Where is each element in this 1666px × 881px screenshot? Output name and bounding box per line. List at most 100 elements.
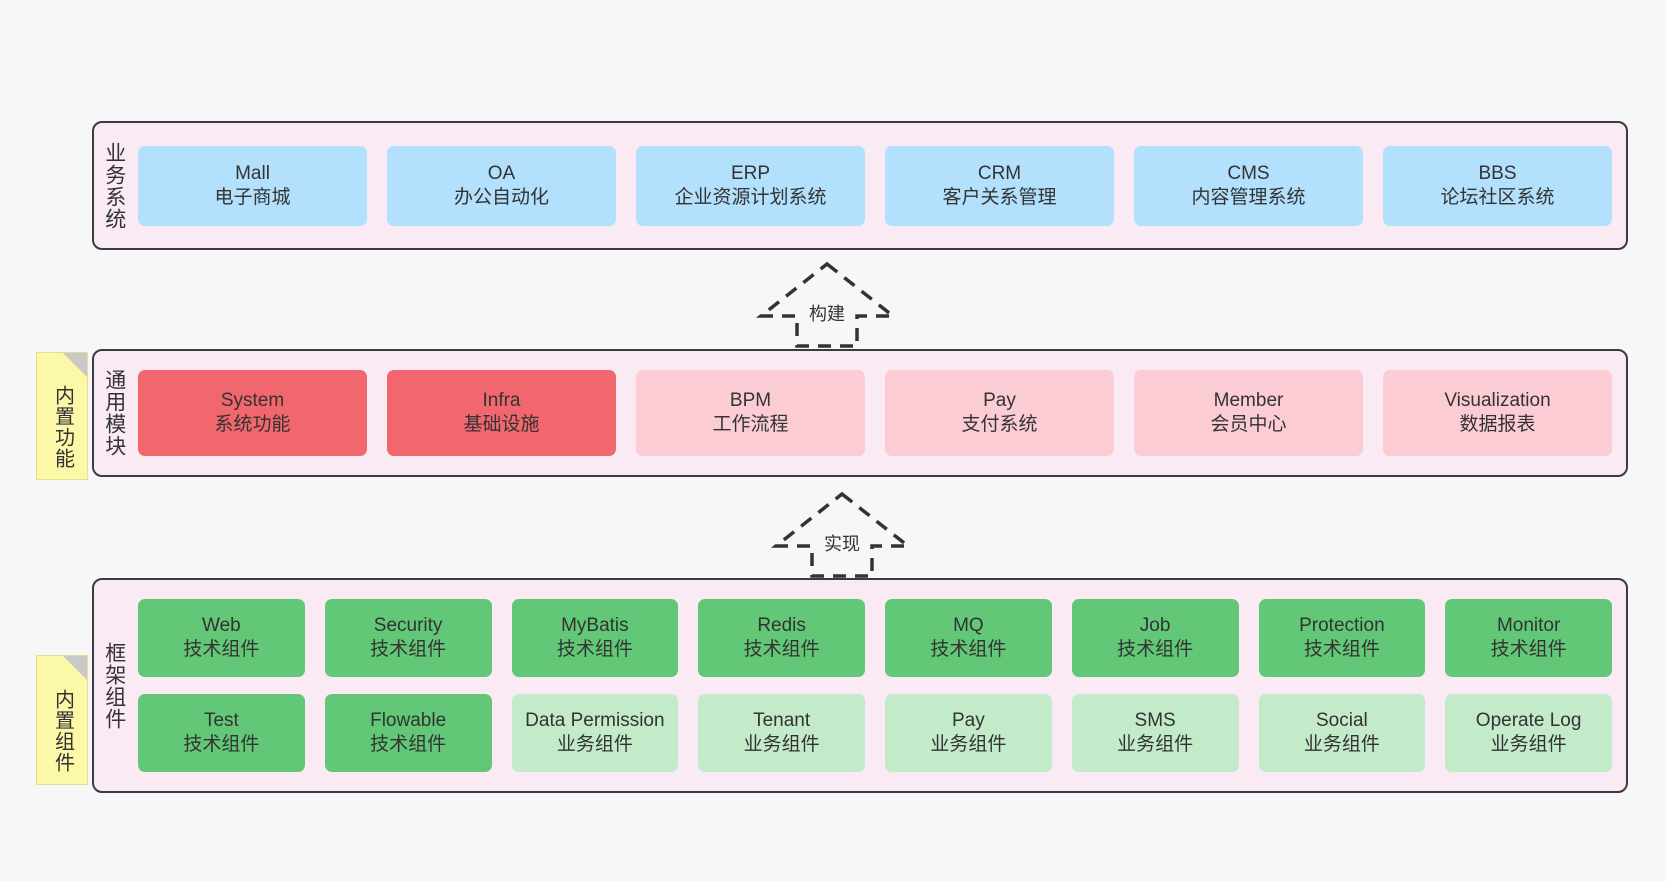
module-box-bbs[interactable]: BBS 论坛社区系统 (1383, 145, 1612, 226)
module-name: CMS (1227, 162, 1270, 184)
module-subtitle: 技术组件 (183, 639, 260, 660)
arrow-build-label: 构建 (809, 304, 845, 324)
module-name: Member (1213, 390, 1284, 412)
module-box-tenant[interactable]: Tenant 业务组件 (698, 694, 865, 772)
module-box-crm[interactable]: CRM 客户关系管理 (885, 145, 1114, 226)
module-subtitle: 技术组件 (556, 639, 633, 660)
layer-body-common-module: System 系统功能 Infra 基础设施 BPM 工作流程 Pay 支付系统… (134, 351, 1626, 475)
module-box-security[interactable]: Security 技术组件 (324, 599, 492, 677)
arrow-implement: 实现 (770, 490, 914, 580)
module-box-web[interactable]: Web 技术组件 (138, 599, 305, 677)
module-name: CRM (977, 162, 1022, 184)
module-name: Pay (983, 390, 1016, 412)
module-box-bpm[interactable]: BPM 工作流程 (636, 370, 865, 456)
module-name: Visualization (1444, 390, 1551, 412)
note-label: 内置功能 (51, 385, 74, 469)
module-box-flowable[interactable]: Flowable 技术组件 (324, 694, 492, 772)
module-box-redis[interactable]: Redis 技术组件 (698, 599, 865, 677)
module-box-monitor[interactable]: Monitor 技术组件 (1445, 599, 1612, 677)
module-name: OA (487, 162, 516, 184)
arrow-build-shape (755, 261, 899, 348)
module-box-pay-component[interactable]: Pay 业务组件 (885, 694, 1052, 772)
module-subtitle: 技术组件 (183, 734, 260, 755)
module-name: Security (373, 615, 443, 637)
module-subtitle: 业务组件 (1117, 734, 1194, 755)
arrow-build: 构建 (755, 260, 899, 350)
module-box-mall[interactable]: Mall 电子商城 (138, 145, 367, 226)
module-subtitle: 会员中心 (1210, 414, 1287, 435)
module-subtitle: 客户关系管理 (942, 186, 1057, 208)
module-subtitle: 业务组件 (930, 734, 1007, 755)
module-box-sms[interactable]: SMS 业务组件 (1071, 694, 1239, 772)
module-box-data-permission[interactable]: Data Permission 业务组件 (511, 694, 679, 772)
note-fold-corner-icon (63, 656, 87, 680)
module-box-mq[interactable]: MQ 技术组件 (885, 599, 1052, 677)
module-box-system[interactable]: System 系统功能 (138, 370, 367, 456)
layer-framework-component: 框架组件 Web 技术组件 Security 技术组件 MyBatis 技术组件… (92, 578, 1628, 793)
module-name: BPM (729, 390, 772, 412)
module-name: MQ (953, 615, 984, 637)
module-row: System 系统功能 Infra 基础设施 BPM 工作流程 Pay 支付系统… (138, 370, 1612, 456)
module-box-infra[interactable]: Infra 基础设施 (387, 370, 616, 456)
module-name: Monitor (1496, 615, 1561, 637)
module-name: System (220, 390, 285, 412)
module-box-cms[interactable]: CMS 内容管理系统 (1134, 145, 1363, 226)
module-subtitle: 技术组件 (370, 639, 447, 660)
module-name: ERP (730, 162, 771, 184)
module-subtitle: 技术组件 (930, 639, 1007, 660)
module-subtitle: 业务组件 (556, 734, 633, 755)
module-subtitle: 技术组件 (1117, 639, 1194, 660)
module-subtitle: 技术组件 (743, 639, 820, 660)
module-subtitle: 数据报表 (1459, 414, 1536, 435)
module-box-operate-log[interactable]: Operate Log 业务组件 (1445, 694, 1612, 772)
module-name: Operate Log (1475, 710, 1582, 732)
module-box-social[interactable]: Social 业务组件 (1258, 694, 1426, 772)
module-name: Social (1316, 710, 1368, 732)
module-row: Test 技术组件 Flowable 技术组件 Data Permission … (138, 694, 1612, 772)
module-subtitle: 技术组件 (370, 734, 447, 755)
module-box-mybatis[interactable]: MyBatis 技术组件 (511, 599, 679, 677)
module-box-oa[interactable]: OA 办公自动化 (387, 145, 616, 226)
module-name: Pay (952, 710, 985, 732)
module-name: Web (202, 615, 241, 637)
module-subtitle: 业务组件 (1490, 734, 1567, 755)
arrow-implement-shape (770, 491, 914, 578)
module-subtitle: 技术组件 (1303, 639, 1380, 660)
module-box-visualization[interactable]: Visualization 数据报表 (1383, 370, 1612, 456)
module-name: Job (1139, 615, 1171, 637)
note-label: 内置组件 (51, 689, 74, 773)
module-box-test[interactable]: Test 技术组件 (138, 694, 305, 772)
module-name: Flowable (370, 710, 447, 732)
layer-body-framework-component: Web 技术组件 Security 技术组件 MyBatis 技术组件 Redi… (134, 580, 1626, 791)
module-subtitle: 企业资源计划系统 (674, 186, 827, 208)
module-box-erp[interactable]: ERP 企业资源计划系统 (636, 145, 865, 226)
module-box-protection[interactable]: Protection 技术组件 (1258, 599, 1426, 677)
module-name: Infra (482, 390, 521, 412)
module-row: Mall 电子商城 OA 办公自动化 ERP 企业资源计划系统 CRM 客户关系… (138, 145, 1612, 226)
module-subtitle: 技术组件 (1490, 639, 1567, 660)
module-subtitle: 工作流程 (712, 414, 789, 435)
module-box-job[interactable]: Job 技术组件 (1071, 599, 1239, 677)
layer-business-system: 业务系统 Mall 电子商城 OA 办公自动化 ERP 企业资源计划系统 CRM… (92, 121, 1628, 250)
module-subtitle: 业务组件 (1303, 734, 1380, 755)
module-name: Protection (1299, 615, 1385, 637)
module-subtitle: 业务组件 (743, 734, 820, 755)
module-box-pay[interactable]: Pay 支付系统 (885, 370, 1114, 456)
module-subtitle: 基础设施 (463, 414, 540, 435)
module-name: SMS (1134, 710, 1176, 732)
module-name: MyBatis (561, 615, 629, 637)
note-builtin-component: 内置组件 (36, 655, 88, 785)
module-subtitle: 办公自动化 (453, 186, 549, 208)
module-name: BBS (1478, 162, 1517, 184)
module-box-member[interactable]: Member 会员中心 (1134, 370, 1363, 456)
module-subtitle: 内容管理系统 (1191, 186, 1306, 208)
layer-title-business-system: 业务系统 (102, 141, 126, 230)
layer-body-business-system: Mall 电子商城 OA 办公自动化 ERP 企业资源计划系统 CRM 客户关系… (134, 123, 1626, 248)
note-builtin-function: 内置功能 (36, 352, 88, 480)
note-fold-corner-icon (63, 353, 87, 377)
module-name: Test (203, 710, 239, 732)
module-row: Web 技术组件 Security 技术组件 MyBatis 技术组件 Redi… (138, 599, 1612, 677)
module-subtitle: 论坛社区系统 (1440, 186, 1555, 208)
layer-title-framework-component: 框架组件 (102, 641, 126, 730)
